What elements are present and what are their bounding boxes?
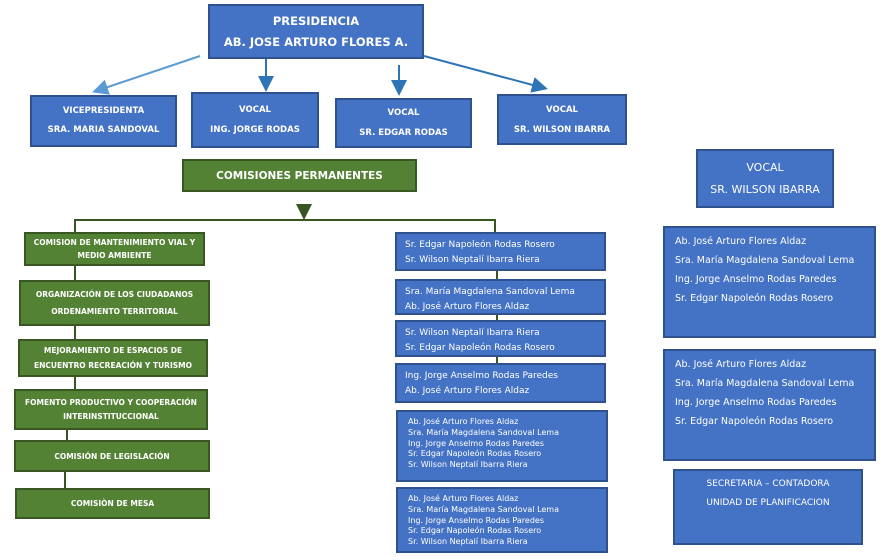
comision-line1: COMISIÓN DE LEGISLACIÓN [54, 451, 170, 461]
arrow-to-vicepresidenta [92, 55, 201, 95]
member-name: Sra. María Magdalena Sandoval Lema [405, 287, 575, 297]
comision-line2: INTERINSTITUCCIONAL [63, 411, 159, 421]
miembros-mesa: Ab. José Arturo Flores Aldaz Sra. María … [396, 487, 608, 553]
member-name: Sr. Edgar Napoleón Rodas Rosero [675, 293, 834, 304]
secretaria-title: SECRETARIA – CONTADORA [706, 479, 830, 489]
secretaria-contadora-box: SECRETARIA – CONTADORA UNIDAD DE PLANIFI… [673, 469, 863, 545]
member-name: Sra. María Magdalena Sandoval Lema [675, 378, 855, 389]
branch-line [74, 219, 496, 232]
member-name: Sra. María Magdalena Sandoval Lema [408, 427, 559, 437]
vocal-title: VOCAL [746, 160, 784, 174]
planificacion-title: UNIDAD DE PLANIFICACION [706, 498, 830, 508]
member-name: Ing. Jorge Anselmo Rodas Paredes [675, 397, 837, 408]
vicepresidenta-box: VICEPRESIDENTA SRA. MARIA SANDOVAL [30, 95, 177, 147]
presidencia-title: PRESIDENCIA [272, 13, 360, 28]
vicepresidenta-title: VICEPRESIDENTA [62, 106, 145, 116]
vocal-jorge-box: VOCAL ING. JORGE RODAS [191, 92, 319, 148]
comision-fomento-productivo: FOMENTO PRODUCTIVO Y COOPERACIÓN INTERIN… [14, 389, 208, 430]
member-name: Ing. Jorge Anselmo Rodas Paredes [408, 438, 544, 448]
member-name: Sr. Edgar Napoleón Rodas Rosero [408, 449, 542, 459]
member-name: Sr. Edgar Napoleón Rodas Rosero [405, 343, 555, 353]
member-name: Sra. María Magdalena Sandoval Lema [675, 255, 855, 266]
member-name: Sr. Edgar Napoleón Rodas Rosero [675, 416, 834, 427]
member-name: Sr. Wilson Neptalí Ibarra Riera [408, 537, 528, 547]
comision-mantenimiento-vial: COMISION DE MANTENIMIENTO VIAL Y MEDIO A… [24, 232, 205, 266]
comision-line1: COMISIÒN DE MESA [70, 499, 155, 508]
comision-line2: ENCUENTRO RECREACIÓN Y TURISMO [34, 361, 192, 370]
member-name: Ab. José Arturo Flores Aldaz [675, 236, 807, 247]
arrow-to-vocal-wilson [423, 55, 548, 93]
member-name: Sra. María Magdalena Sandoval Lema [408, 504, 559, 514]
presidencia-box: PRESIDENCIA AB. JOSE ARTURO FLORES A. [208, 4, 424, 59]
member-name: Ab. José Arturo Flores Aldaz [408, 494, 519, 503]
vocal-wilson-box: VOCAL SR. WILSON IBARRA [497, 94, 627, 145]
member-name: Sr. Wilson Neptalí Ibarra Riera [405, 328, 540, 338]
comision-mesa: COMISIÒN DE MESA [15, 488, 210, 519]
member-name: Ing. Jorge Anselmo Rodas Paredes [408, 515, 544, 525]
right-members-list-a: Ab. José Arturo Flores Aldaz Sra. María … [663, 226, 876, 338]
vicepresidenta-name: SRA. MARIA SANDOVAL [47, 125, 160, 135]
presidencia-name: AB. JOSE ARTURO FLORES A. [223, 34, 409, 49]
vocal-edgar-name: SR. EDGAR RODAS [359, 128, 448, 138]
comisiones-permanentes-title: COMISIONES PERMANENTES [216, 169, 383, 182]
vocal-wilson-right-box: VOCAL SR. WILSON IBARRA [696, 149, 834, 208]
comisiones-permanentes-box: COMISIONES PERMANENTES [182, 159, 417, 192]
member-name: Sr. Wilson Neptalí Ibarra Riera [405, 255, 540, 265]
comision-legislacion: COMISIÓN DE LEGISLACIÓN [14, 440, 210, 472]
vocal-wilson-title: VOCAL [546, 104, 578, 115]
member-name: Ing. Jorge Anselmo Rodas Paredes [675, 274, 837, 285]
miembros-organizacion-ciudadanos: Sra. María Magdalena Sandoval Lema Ab. J… [395, 279, 606, 315]
miembros-legislacion: Ab. José Arturo Flores Aldaz Sra. María … [396, 410, 608, 482]
comision-line1: ORGANIZACIÓN DE LOS CIUDADANOS [35, 290, 194, 299]
member-name: Sr. Wilson Neptalí Ibarra Riera [408, 460, 528, 470]
comision-line2: MEDIO AMBIENTE [77, 251, 152, 260]
member-name: Ab. José Arturo Flores Aldaz [675, 359, 807, 370]
member-name: Ab. José Arturo Flores Aldaz [405, 386, 530, 396]
miembros-fomento-productivo: Ing. Jorge Anselmo Rodas Paredes Ab. Jos… [395, 363, 606, 403]
comision-line1: FOMENTO PRODUCTIVO Y COOPERACIÓN [25, 397, 197, 407]
right-members-list-b: Ab. José Arturo Flores Aldaz Sra. María … [663, 349, 876, 461]
comision-line2: ORDENAMIENTO TERRITORIAL [51, 307, 178, 316]
comision-organizacion-ciudadanos: ORGANIZACIÓN DE LOS CIUDADANOS ORDENAMIE… [19, 280, 210, 326]
comision-line1: COMISION DE MANTENIMIENTO VIAL Y [33, 238, 196, 247]
vocal-jorge-name: ING. JORGE RODAS [210, 125, 300, 135]
comision-line1: MEJORAMIENTO DE ESPACIOS DE [43, 346, 183, 355]
vocal-name: SR. WILSON IBARRA [710, 182, 820, 196]
vocal-jorge-title: VOCAL [239, 105, 271, 115]
member-name: Sr. Edgar Napoleón Rodas Rosero [405, 240, 555, 250]
member-name: Ab. José Arturo Flores Aldaz [408, 417, 519, 426]
member-name: Sr. Edgar Napoleón Rodas Rosero [408, 526, 542, 536]
vocal-edgar-title: VOCAL [387, 108, 420, 118]
comision-espacios-encuentro: MEJORAMIENTO DE ESPACIOS DE ENCUENTRO RE… [18, 339, 208, 377]
member-name: Ab. José Arturo Flores Aldaz [405, 302, 530, 312]
member-name: Ing. Jorge Anselmo Rodas Paredes [405, 371, 558, 381]
miembros-espacios-encuentro: Sr. Wilson Neptalí Ibarra Riera Sr. Edga… [395, 320, 606, 357]
vocal-wilson-name: SR. WILSON IBARRA [513, 124, 611, 135]
vocal-edgar-box: VOCAL SR. EDGAR RODAS [335, 98, 472, 148]
miembros-mantenimiento-vial: Sr. Edgar Napoleón Rodas Rosero Sr. Wils… [395, 232, 606, 271]
